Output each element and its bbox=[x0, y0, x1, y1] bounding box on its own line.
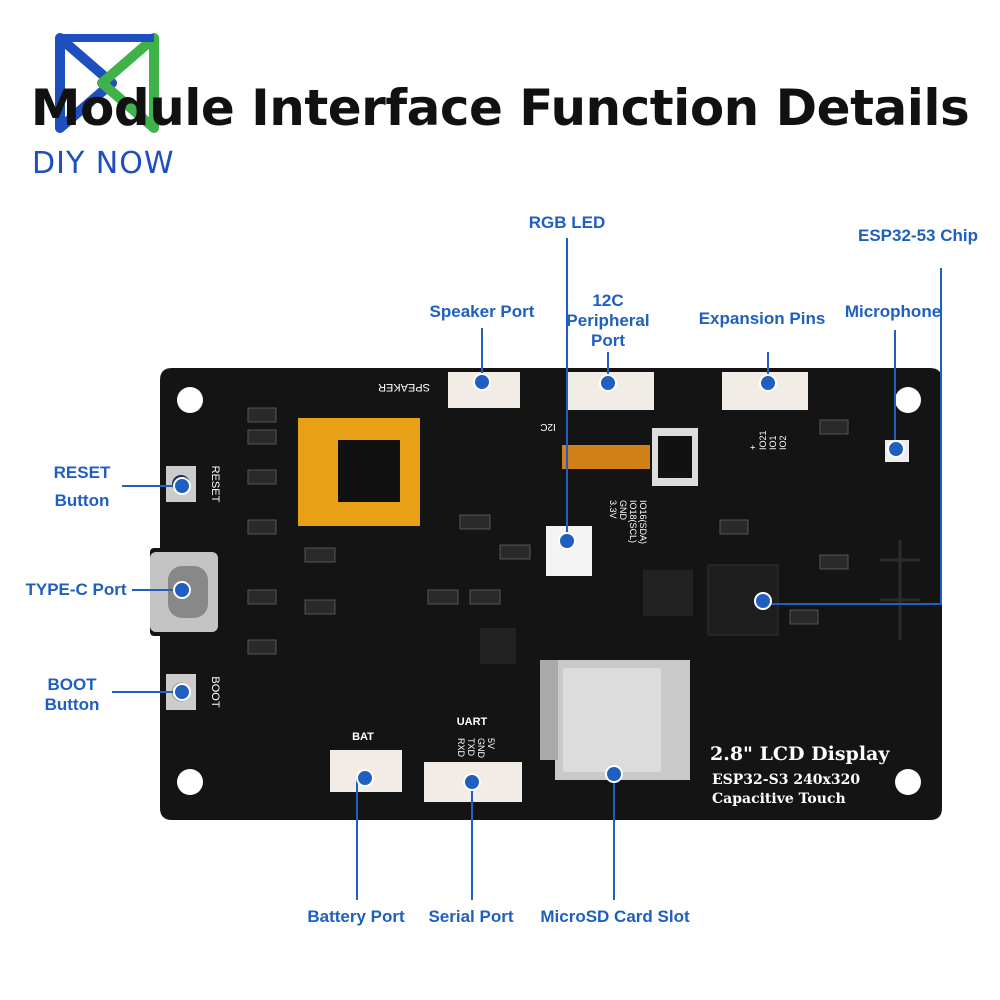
board-display-spec: ESP32-S3 240x320 bbox=[712, 772, 860, 788]
label-rgb-led: RGB LED bbox=[528, 213, 606, 232]
marker-microphone bbox=[887, 440, 905, 458]
label-boot-line1: BOOT bbox=[47, 675, 97, 694]
marker-rgb-led bbox=[558, 532, 576, 550]
label-boot-line2: Button bbox=[44, 695, 100, 714]
silk-reset: RESET bbox=[209, 466, 221, 503]
silk-bat: BAT bbox=[352, 731, 374, 743]
marker-i2c-port bbox=[599, 374, 617, 392]
mounting-hole bbox=[177, 387, 203, 413]
marker-expansion-pins bbox=[759, 374, 777, 392]
label-microphone: Microphone bbox=[844, 302, 942, 321]
silk-uart: UART bbox=[457, 716, 488, 728]
brand-name: DIY NOW bbox=[32, 146, 175, 181]
silk-speaker: SPEAKER bbox=[378, 381, 430, 393]
marker-battery bbox=[356, 769, 374, 787]
board-display-touch: Capacitive Touch bbox=[712, 791, 846, 807]
board-display-title: 2.8" LCD Display bbox=[710, 743, 890, 765]
label-i2c-line1: 12C bbox=[592, 291, 624, 310]
silk-boot: BOOT bbox=[209, 676, 221, 707]
label-reset-line1: RESET bbox=[53, 463, 111, 482]
silk-i2c: I2C bbox=[540, 421, 556, 432]
label-battery-port: Battery Port bbox=[307, 907, 405, 926]
silk-exp-pin: IO1 bbox=[768, 435, 778, 450]
silk-i2c-pin: 3.3V bbox=[608, 500, 618, 519]
silk-exp-pin: IO2 bbox=[778, 435, 788, 450]
diy-now-logo bbox=[55, 33, 159, 133]
label-esp32-chip: ESP32-53 Chip bbox=[858, 226, 978, 245]
marker-serial bbox=[463, 773, 481, 791]
silk-i2c-pin: IO16(SDA) bbox=[638, 500, 648, 544]
marker-reset bbox=[173, 477, 191, 495]
silk-uart-pin: GND bbox=[476, 738, 486, 759]
silk-exp-pin: IO21 bbox=[758, 430, 768, 450]
marker-microsd bbox=[605, 765, 623, 783]
label-microsd-slot: MicroSD Card Slot bbox=[540, 907, 690, 926]
silk-uart-pin: RXD bbox=[456, 738, 466, 758]
label-expansion-pins: Expansion Pins bbox=[698, 309, 826, 328]
label-speaker-port: Speaker Port bbox=[429, 302, 535, 321]
silk-i2c-pin: GND bbox=[618, 500, 628, 521]
silk-i2c-pin: IO18(SCL) bbox=[628, 500, 638, 543]
marker-typec bbox=[173, 581, 191, 599]
leader-esp32-chip bbox=[763, 268, 942, 605]
silk-uart-pin: TXD bbox=[466, 738, 476, 757]
mounting-hole bbox=[895, 387, 921, 413]
label-i2c-line2: Peripheral bbox=[566, 311, 650, 330]
mounting-hole bbox=[895, 769, 921, 795]
label-serial-port: Serial Port bbox=[428, 907, 514, 926]
label-reset-line2: Button bbox=[54, 491, 110, 510]
i2c-flex bbox=[562, 445, 650, 469]
label-typec-port: TYPE-C Port bbox=[25, 580, 127, 599]
silk-uart-pin: 5V bbox=[486, 738, 496, 749]
page-title: Module Interface Function Details bbox=[30, 79, 970, 137]
marker-boot bbox=[173, 683, 191, 701]
marker-speaker-port bbox=[473, 373, 491, 391]
label-i2c-line3: Port bbox=[591, 331, 625, 350]
marker-esp32-chip bbox=[754, 592, 772, 610]
silk-exp-pin: + bbox=[748, 445, 758, 450]
mounting-hole bbox=[177, 769, 203, 795]
